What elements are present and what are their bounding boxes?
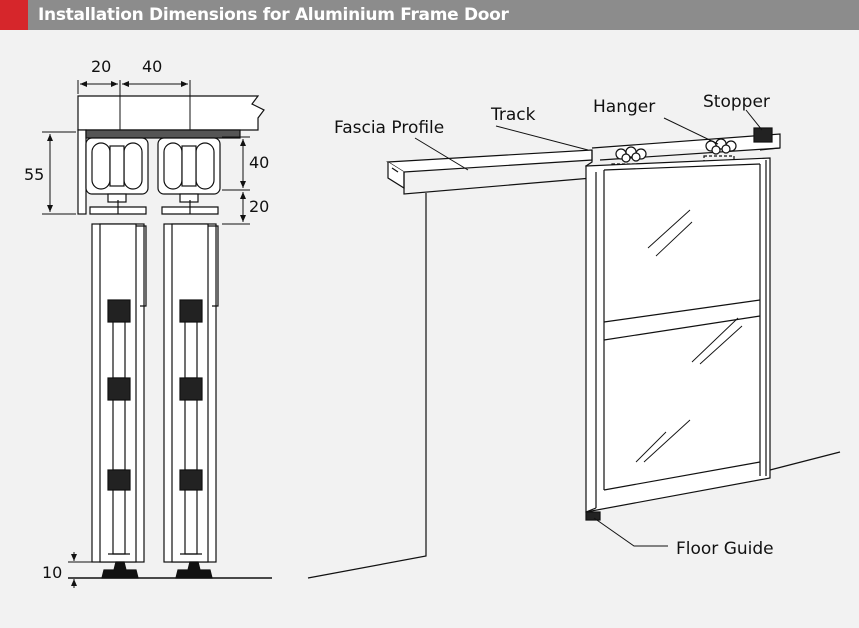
label-floor-guide: Floor Guide xyxy=(676,539,774,559)
label-track: Track xyxy=(490,105,536,125)
cross-section-view xyxy=(42,80,272,588)
stopper xyxy=(753,127,773,143)
door-frame xyxy=(585,157,771,513)
label-fascia-profile: Fascia Profile xyxy=(334,118,444,138)
dim-top-right: 40 xyxy=(142,57,162,76)
floor-guide-right-section xyxy=(175,561,213,579)
label-hanger: Hanger xyxy=(593,97,655,117)
page-title: Installation Dimensions for Aluminium Fr… xyxy=(38,5,509,25)
dim-floor-gap: 10 xyxy=(42,563,62,582)
hanger-right-section xyxy=(157,137,221,215)
door-panel-right-section xyxy=(163,223,219,563)
label-stopper: Stopper xyxy=(703,92,770,112)
track xyxy=(591,133,781,151)
floor-guide xyxy=(585,511,601,521)
door-panel-left-section xyxy=(91,223,147,563)
ceiling-section xyxy=(77,95,265,131)
dim-height-upper: 40 xyxy=(249,153,269,172)
hanger-left-section xyxy=(85,137,149,215)
fascia-profile-top xyxy=(386,149,593,173)
dim-height-total: 55 xyxy=(24,165,44,184)
title-accent xyxy=(0,0,28,30)
dim-top-left: 20 xyxy=(91,57,111,76)
dim-height-lower: 20 xyxy=(249,197,269,216)
title-bar: Installation Dimensions for Aluminium Fr… xyxy=(0,0,859,30)
floor-guide-left-section xyxy=(101,561,139,579)
perspective-view xyxy=(307,109,841,579)
wall-edge-line xyxy=(307,193,427,579)
